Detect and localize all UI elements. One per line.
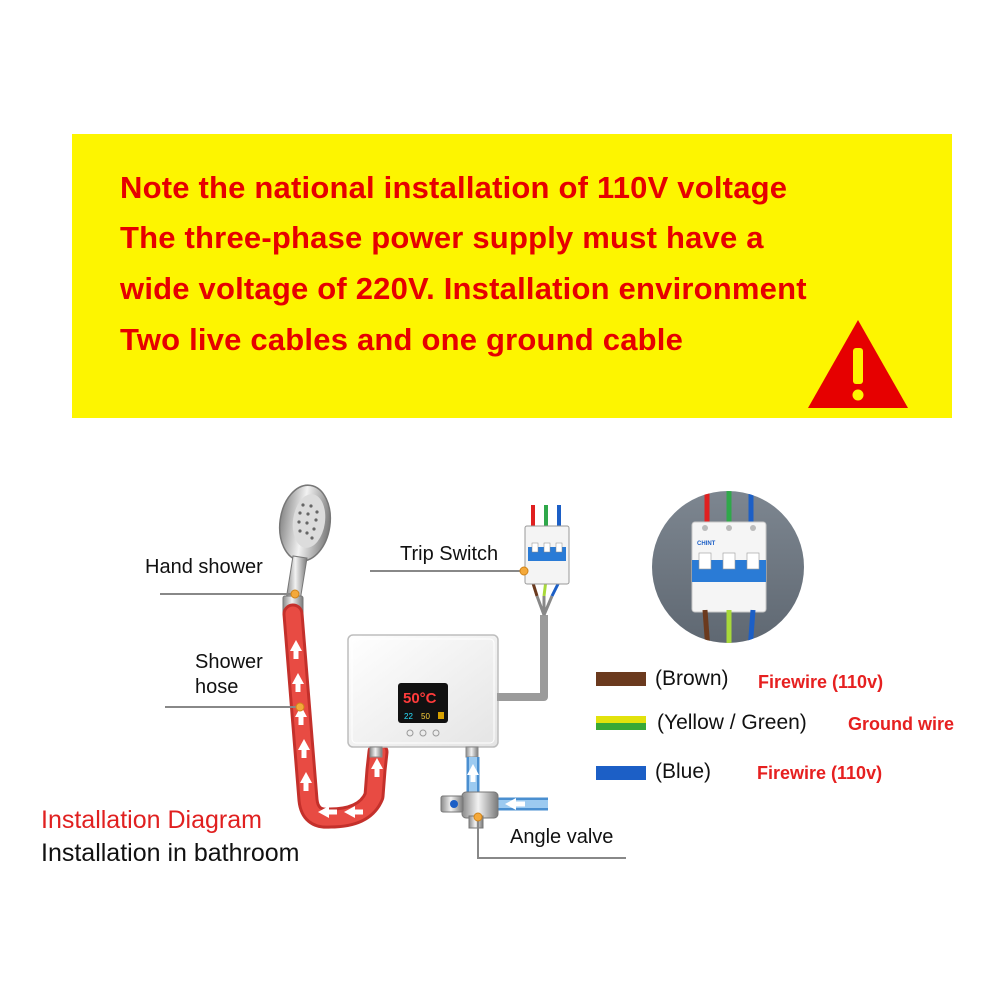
note-line-3: wide voltage of 220V. Installation envir… xyxy=(120,271,807,306)
leader-lines xyxy=(160,570,626,859)
hand-shower-label: Hand shower xyxy=(145,556,263,578)
angle-valve xyxy=(440,791,499,829)
breaker-brand: CHINT xyxy=(697,541,716,547)
shower-hose-label-line1: Shower xyxy=(195,651,263,673)
trip-switch xyxy=(524,505,570,585)
diagram-caption-subtitle: Installation in bathroom xyxy=(41,839,300,867)
water-heater: 50°C 22 50 xyxy=(347,634,499,758)
heater-display-right: 50 xyxy=(421,712,430,721)
yellow-green-swatch xyxy=(596,716,646,730)
heater-display-temperature: 50°C xyxy=(403,690,437,707)
power-cable xyxy=(497,615,548,701)
warning-triangle-icon xyxy=(808,320,908,408)
note-line-1: Note the national installation of 110V v… xyxy=(120,170,788,205)
wire-legend: (Brown) Firewire (110v) (Yellow / Green)… xyxy=(596,662,1000,792)
blue-function: Firewire (110v) xyxy=(757,763,883,783)
note-line-2: The three-phase power supply must have a xyxy=(120,220,764,255)
brown-swatch xyxy=(596,672,646,686)
blue-swatch xyxy=(596,766,646,780)
brown-label: (Brown) xyxy=(655,667,729,690)
angle-valve-label: Angle valve xyxy=(510,826,614,848)
hand-shower xyxy=(278,484,332,617)
warning-note: Note the national installation of 110V v… xyxy=(72,134,952,418)
diagram-caption-title: Installation Diagram xyxy=(41,806,262,834)
trip-switch-label: Trip Switch xyxy=(400,543,499,565)
note-line-4: Two live cables and one ground cable xyxy=(120,322,684,357)
heater-display-left: 22 xyxy=(404,712,413,721)
yellow-green-function: Ground wire xyxy=(848,714,955,734)
brown-function: Firewire (110v) xyxy=(758,672,884,692)
breaker-photo: CHINT xyxy=(652,491,804,643)
yellow-green-label: (Yellow / Green) xyxy=(657,711,807,734)
blue-label: (Blue) xyxy=(655,760,712,783)
shower-hose xyxy=(282,603,389,829)
shower-hose-label-line2: hose xyxy=(195,676,239,698)
